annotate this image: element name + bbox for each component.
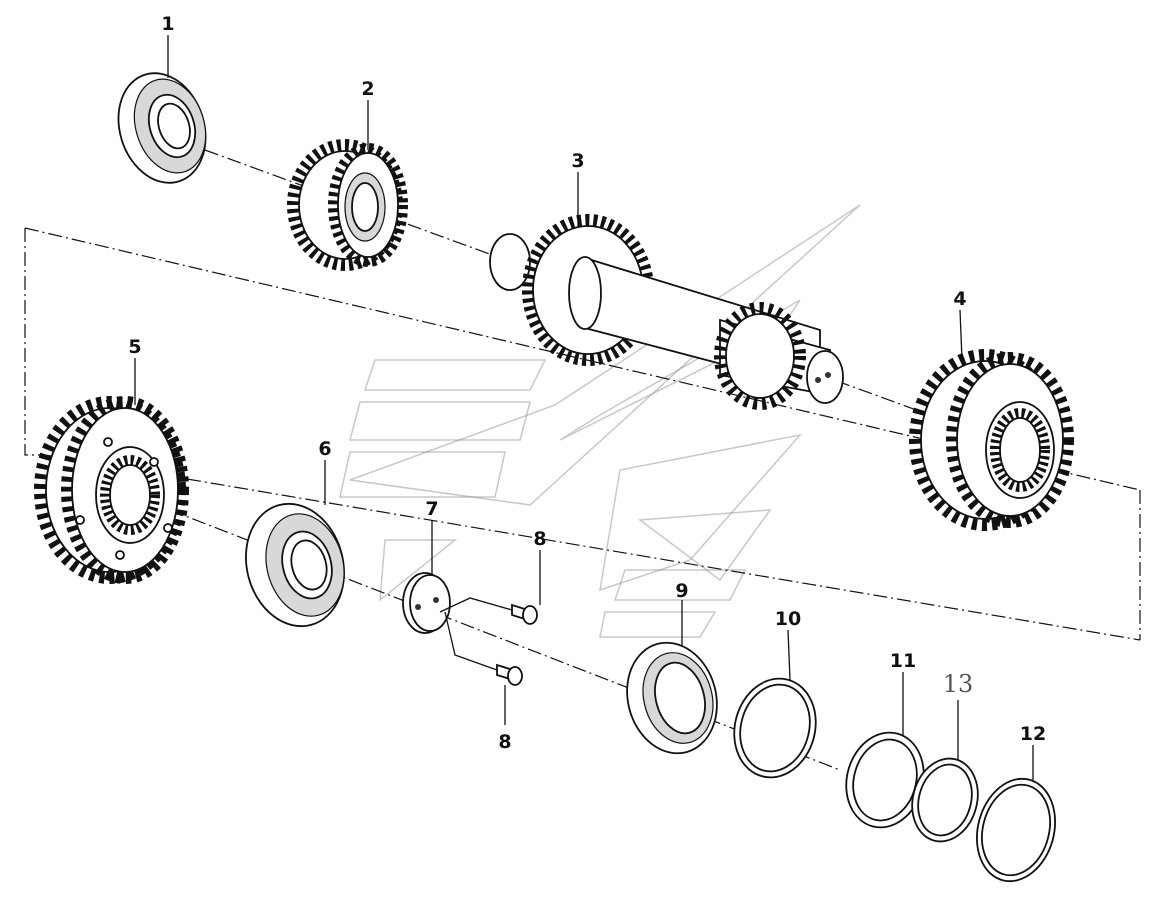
shim-part-12 bbox=[976, 777, 1056, 883]
spur-gear-part-2 bbox=[287, 139, 408, 271]
shim-part-13 bbox=[911, 757, 979, 843]
spur-gear-part-4 bbox=[909, 349, 1074, 531]
leader-lines bbox=[134, 35, 1034, 780]
seal-part-9 bbox=[626, 641, 718, 755]
callout-10: 10 bbox=[775, 608, 801, 630]
washer-part-10 bbox=[733, 677, 817, 779]
callout-1: 1 bbox=[161, 13, 174, 35]
shim-part-11 bbox=[845, 731, 925, 829]
callout-7: 7 bbox=[425, 498, 438, 520]
callout-6: 6 bbox=[318, 438, 331, 460]
callout-4: 4 bbox=[953, 288, 966, 310]
bolt-part-8-lower bbox=[444, 611, 523, 686]
callout-2: 2 bbox=[361, 78, 374, 100]
bearing-part-6 bbox=[245, 502, 345, 628]
callout-9: 9 bbox=[675, 580, 688, 602]
retaining-plate-part-7 bbox=[402, 572, 451, 634]
spur-gear-part-5 bbox=[34, 396, 189, 584]
callout-5: 5 bbox=[128, 336, 141, 358]
callout-11: 11 bbox=[890, 650, 916, 672]
callout-3: 3 bbox=[571, 150, 584, 172]
gear-shaft-part-3 bbox=[489, 214, 844, 410]
callout-labels: 1 2 3 4 5 6 7 8 8 9 10 11 13 12 bbox=[128, 13, 1046, 753]
callout-8-upper: 8 bbox=[533, 528, 546, 550]
callout-13: 13 bbox=[943, 670, 974, 698]
callout-8-lower: 8 bbox=[498, 731, 511, 753]
bolt-part-8-upper bbox=[439, 597, 538, 625]
callout-12: 12 bbox=[1020, 723, 1046, 745]
bearing-part-1 bbox=[117, 72, 207, 184]
